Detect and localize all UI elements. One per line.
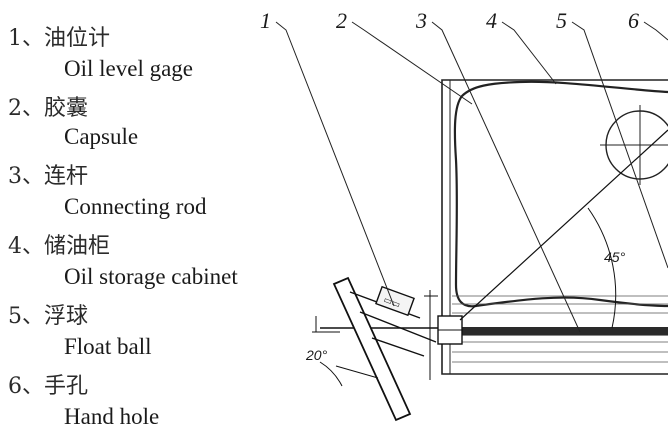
callout-5: 5 bbox=[556, 8, 567, 33]
callout-2: 2 bbox=[336, 8, 347, 33]
legend-english-1: Oil level gage bbox=[64, 56, 194, 81]
capsule-outline bbox=[453, 80, 668, 308]
callout-6: 6 bbox=[628, 8, 639, 33]
legend-label-2: 2、胶囊 bbox=[8, 96, 88, 121]
float-ball-crosshair bbox=[600, 105, 668, 185]
oil-level-hatch bbox=[452, 295, 668, 363]
cabinet-body bbox=[441, 79, 668, 375]
legend-english-3: Connecting rod bbox=[64, 194, 207, 219]
legend-english-4: Oil storage cabinet bbox=[64, 264, 238, 289]
legend-english-5: Float ball bbox=[64, 334, 152, 359]
callout-1: 1 bbox=[260, 8, 271, 33]
legend-english-6: Hand hole bbox=[64, 404, 160, 429]
callout-leaders bbox=[275, 21, 668, 333]
angle-label-20: 20° bbox=[305, 347, 328, 363]
part-legend: 1、油位计 Oil level gage 2、胶囊 Capsule 3、连杆 C… bbox=[0, 0, 290, 432]
callout-4: 4 bbox=[486, 8, 497, 33]
legend-label-3: 3、连杆 bbox=[8, 164, 88, 189]
callout-3: 3 bbox=[415, 8, 427, 33]
legend-label-6: 6、手孔 bbox=[8, 374, 88, 399]
gauge-flange bbox=[332, 276, 412, 422]
angle-arc-45 bbox=[587, 207, 617, 329]
legend-label-1: 1、油位计 bbox=[8, 26, 110, 51]
legend-label-5: 5、浮球 bbox=[8, 304, 88, 329]
legend-english-2: Capsule bbox=[64, 124, 139, 149]
gauge-dial bbox=[375, 285, 415, 317]
shaft-bar bbox=[462, 327, 668, 335]
oil-level-gauge: ▭▭ bbox=[332, 276, 438, 422]
connecting-rod bbox=[459, 129, 668, 321]
angle-dimension-20 bbox=[312, 316, 379, 387]
legend-label-4: 4、储油柜 bbox=[8, 234, 110, 259]
angle-label-45: 45° bbox=[604, 249, 626, 265]
